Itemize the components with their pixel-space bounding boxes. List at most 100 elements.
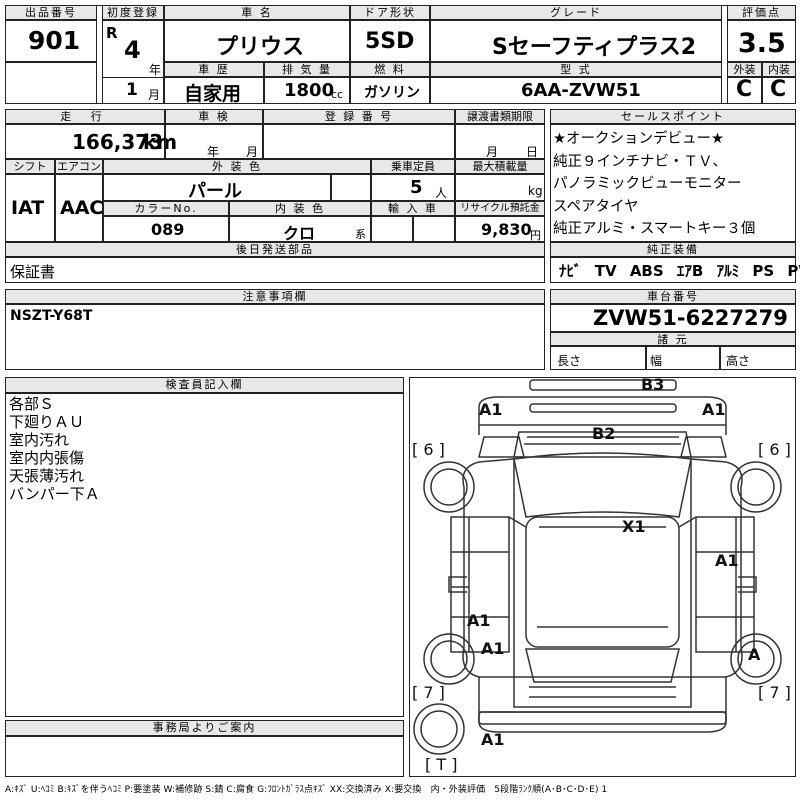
inspection-cell bbox=[165, 124, 263, 159]
roof-outline bbox=[525, 516, 680, 648]
door-label: ドア形状 bbox=[350, 5, 430, 20]
rear-window-outline bbox=[525, 648, 680, 683]
history: 自家用 bbox=[184, 83, 242, 105]
front-bumper-outline bbox=[529, 379, 677, 391]
sales-label: セールスポイント bbox=[550, 109, 796, 124]
model-label: 車 名 bbox=[164, 5, 350, 20]
model-type: 6AA-ZVW51 bbox=[521, 80, 641, 101]
rear-bumper-outline bbox=[478, 711, 727, 725]
equipment-label: 純正装備 bbox=[550, 242, 796, 257]
wheel-rear-left bbox=[423, 633, 475, 685]
notes-label: 注意事項欄 bbox=[5, 289, 545, 304]
equipment-item: ｱﾙﾐ bbox=[716, 262, 740, 280]
lot-blank bbox=[5, 62, 97, 104]
inspector-line: 天張薄汚れ bbox=[9, 467, 85, 485]
capacity-unit: 人 bbox=[435, 186, 448, 200]
hood-outline bbox=[513, 431, 692, 458]
damage-mark: B2 bbox=[592, 424, 615, 443]
plate-label: 登 録 番 号 bbox=[263, 109, 455, 124]
car-diagram-drawing: B3 A1 A1 B2 X1 A1 A1 A1 A A1 [ 6 ] [ 6 ]… bbox=[412, 377, 791, 774]
color-cell-2 bbox=[331, 174, 371, 201]
model-name: プリウス bbox=[216, 35, 305, 60]
specs-label: 諸 元 bbox=[550, 332, 796, 346]
wheel-front-right bbox=[730, 461, 782, 513]
history-cell bbox=[164, 77, 264, 104]
exterior-cell bbox=[727, 77, 762, 104]
notes-cell bbox=[5, 304, 545, 370]
year-unit: 年 bbox=[149, 63, 162, 77]
damage-mark: X1 bbox=[622, 517, 645, 536]
office-label: 事務局よりご案内 bbox=[5, 720, 404, 736]
recycle-label: リサイクル預託金 bbox=[455, 201, 545, 216]
inspector-line: 下廻りＡＵ bbox=[9, 413, 85, 431]
height-cell bbox=[720, 346, 796, 370]
chassis-cell bbox=[550, 304, 796, 332]
import-cell-2 bbox=[413, 216, 455, 242]
sales-point: ★オークションデビュー★ bbox=[553, 131, 724, 147]
width-label: 幅 bbox=[650, 354, 663, 368]
capacity-cell bbox=[371, 174, 455, 201]
equipment-item: TV bbox=[594, 262, 617, 280]
recycle-fee: 9,830 bbox=[481, 220, 532, 239]
displacement-cell bbox=[264, 77, 350, 104]
color-no: 089 bbox=[151, 220, 185, 239]
type-cell bbox=[430, 77, 722, 104]
bracket-mark: [ T ] bbox=[425, 755, 457, 774]
grade-label: グレード bbox=[430, 5, 722, 20]
inspector-line: 室内内張傷 bbox=[9, 449, 85, 467]
era: R bbox=[106, 24, 118, 42]
equipment-cell bbox=[550, 257, 796, 283]
later-parts-label: 後日発送部品 bbox=[5, 242, 545, 257]
transfer-cell bbox=[455, 124, 545, 159]
mileage: 166,373 bbox=[72, 130, 164, 154]
width-cell bbox=[646, 346, 720, 370]
damage-mark: A1 bbox=[702, 400, 726, 419]
month-unit: 月 bbox=[148, 88, 161, 102]
wheel-rear-right bbox=[730, 633, 782, 685]
sales-point: 純正９インチナビ・ＴＶ、 bbox=[553, 153, 727, 170]
fuel-label: 燃 料 bbox=[350, 62, 430, 77]
length-label: 長さ bbox=[557, 354, 582, 368]
spare-tire-hub bbox=[420, 710, 458, 748]
damage-mark: B3 bbox=[641, 377, 664, 394]
load-cell bbox=[455, 174, 545, 201]
color-label: 外 装 色 bbox=[103, 159, 371, 174]
color-cell bbox=[103, 174, 331, 201]
damage-mark: A1 bbox=[481, 639, 505, 658]
sales-point: パノラミックビューモニター bbox=[553, 176, 742, 192]
interior-color-cell bbox=[229, 216, 371, 242]
damage-mark: A1 bbox=[715, 551, 739, 570]
mileage-unit: km bbox=[143, 130, 178, 154]
grade-cell bbox=[430, 20, 722, 62]
interior-label: 内装 bbox=[762, 62, 796, 77]
equipment-list: ﾅﾋﾞ TV ABS ｴｱB ｱﾙﾐ PS PW bbox=[559, 260, 800, 281]
exterior-label: 外装 bbox=[727, 62, 762, 77]
equipment-item: ABS bbox=[629, 262, 664, 280]
recycle-unit: 円 bbox=[530, 229, 541, 242]
transfer-day-unit: 日 bbox=[526, 145, 539, 159]
wheel-front-left bbox=[423, 461, 475, 513]
chassis-number: ZVW51-6227279 bbox=[593, 306, 788, 330]
import-label: 輸 入 車 bbox=[371, 201, 455, 216]
interior-color-unit: 系 bbox=[355, 228, 366, 241]
lot-number: 901 bbox=[28, 26, 81, 55]
equipment-item: PS bbox=[752, 262, 775, 280]
displacement-label: 排 気 量 bbox=[264, 62, 350, 77]
notes-text: NSZT-Y68T bbox=[10, 308, 93, 324]
lot-label: 出品番号 bbox=[5, 5, 97, 20]
sales-point: スペアタイヤ bbox=[553, 198, 639, 215]
interior-color-label: 内 装 色 bbox=[229, 201, 371, 216]
shift: IAT bbox=[11, 197, 45, 219]
inspection-month-unit: 月 bbox=[246, 145, 259, 159]
lower-front-bumper-outline bbox=[529, 403, 677, 413]
inspector-line: 各部Ｓ bbox=[9, 395, 55, 413]
inspector-cell bbox=[5, 393, 404, 717]
plate-cell bbox=[263, 124, 455, 159]
mileage-label: 走 行 bbox=[5, 109, 165, 124]
inspection-year-unit: 年 bbox=[207, 145, 220, 159]
car-diagram bbox=[409, 377, 796, 777]
height-label: 高さ bbox=[726, 354, 751, 368]
damage-mark: A1 bbox=[479, 400, 503, 419]
interior-grade: C bbox=[770, 77, 787, 102]
reg-year: 4 bbox=[124, 36, 141, 64]
